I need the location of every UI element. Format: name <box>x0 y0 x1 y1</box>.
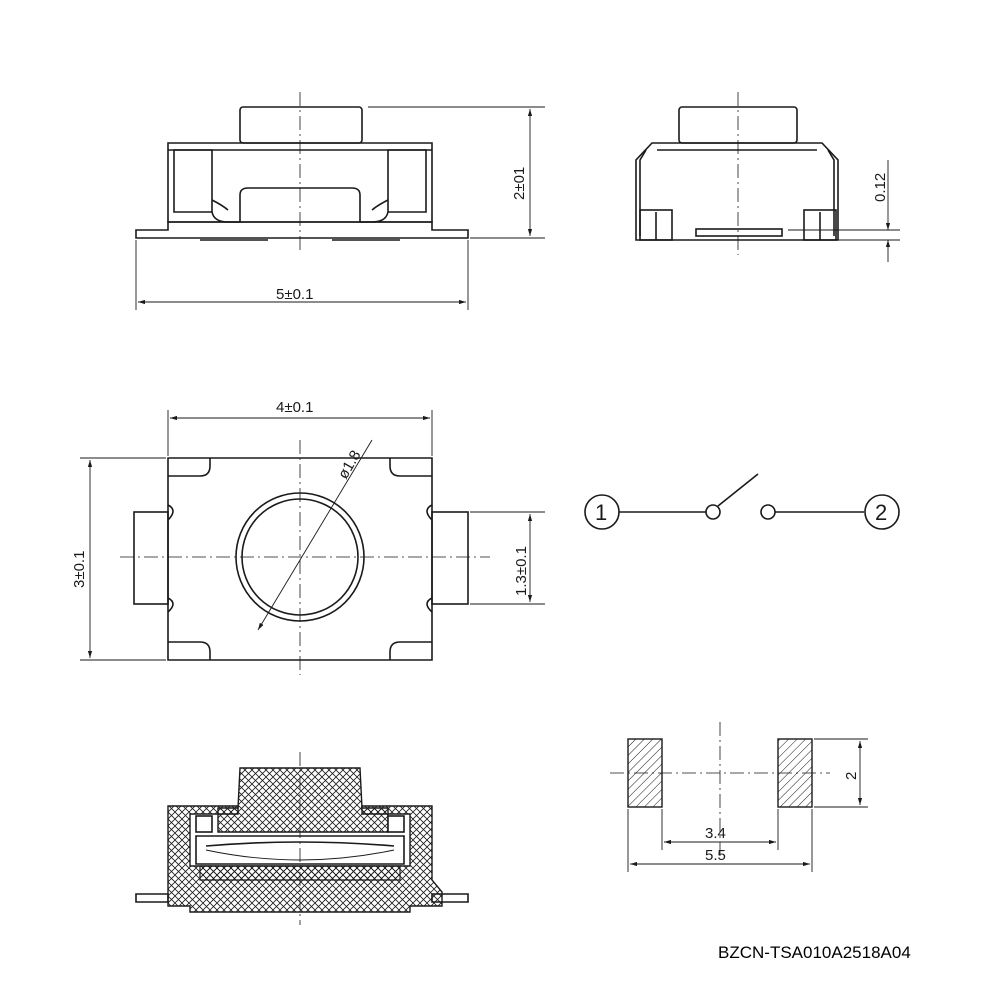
front-actuator <box>239 106 363 144</box>
switch-blade <box>717 473 759 507</box>
section-actuator <box>217 767 389 833</box>
dim-top-height: 3±0.1 <box>71 551 88 588</box>
drawing-code: BZCN-TSA010A2518A04 <box>718 943 911 962</box>
dim-front-height: 2±01 <box>511 167 528 200</box>
section-view <box>135 752 469 925</box>
top-terminal-left <box>133 511 169 605</box>
switch-schematic: 1 2 <box>584 473 900 530</box>
dim-pad-height: 2 <box>843 772 860 780</box>
side-housing <box>635 142 839 241</box>
dim-side-terminal: 0.12 <box>872 173 889 202</box>
dim-top-terminal: 1.3±0.1 <box>513 546 530 596</box>
pin2-label: 2 <box>875 500 887 525</box>
side-view: 0.12 <box>635 92 900 262</box>
dim-actuator-dia: ø1.8 <box>335 448 365 482</box>
front-base-plate <box>135 221 469 239</box>
contact-left <box>705 504 721 520</box>
pin2-circle <box>864 494 900 530</box>
top-terminal-right <box>431 511 469 605</box>
pin1-label: 1 <box>595 500 607 525</box>
top-view: ø1.8 4±0.1 3±0.1 1.3±0.1 <box>71 399 545 675</box>
dim-pad-outer: 5.5 <box>705 847 726 864</box>
contact-right <box>760 504 776 520</box>
dim-pad-inner: 3.4 <box>705 825 726 842</box>
front-view: 5±0.1 2±01 <box>135 92 545 310</box>
dim-top-width: 4±0.1 <box>276 399 313 416</box>
dim-front-width: 5±0.1 <box>276 286 313 303</box>
section-housing <box>167 805 443 913</box>
pad-layout: 2 3.4 5.5 <box>610 722 868 872</box>
